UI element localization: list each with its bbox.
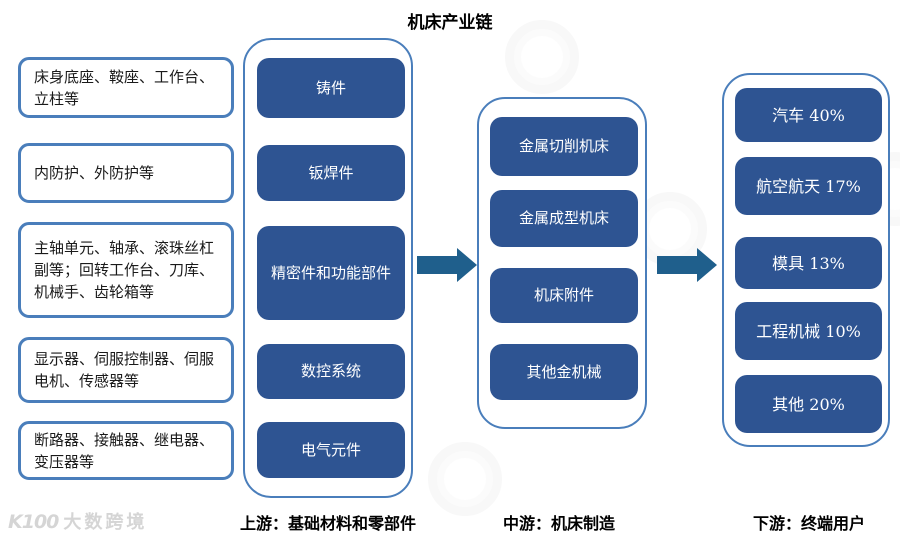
midstream-item-other-machinery: 其他金机械 [490, 344, 638, 400]
stage-label-downstream: 下游：终端用户 [753, 514, 866, 533]
midstream-item-metal-forming: 金属成型机床 [490, 190, 638, 247]
k100-logo-icon: K100 [8, 511, 59, 533]
background-watermark-circle [428, 442, 502, 516]
downstream-item-automotive: 汽车 40% [735, 88, 882, 142]
downstream-item-aerospace: 航空航天 17% [735, 157, 882, 215]
arrow-head-icon [457, 248, 477, 282]
arrow-body [657, 256, 697, 274]
downstream-item-others: 其他 20% [735, 375, 882, 433]
diagram-title: 机床产业链 [407, 13, 493, 33]
arrow-body [417, 256, 457, 274]
component-box-guards: 内防护、外防护等 [18, 143, 234, 203]
midstream-item-accessories: 机床附件 [490, 268, 638, 323]
upstream-item-castings: 铸件 [257, 58, 405, 118]
upstream-item-precision-functional-parts: 精密件和功能部件 [257, 226, 405, 320]
flow-arrow-midstream-to-downstream [657, 248, 717, 282]
brand-watermark: K100 大数跨境 [8, 508, 147, 534]
component-box-precision-units: 主轴单元、轴承、滚珠丝杠副等；回转工作台、刀库、机械手、齿轮箱等 [18, 222, 234, 318]
background-watermark-circle [505, 20, 579, 94]
upstream-item-electrical-components: 电气元件 [257, 422, 405, 478]
downstream-item-molds: 模具 13% [735, 237, 882, 289]
arrow-head-icon [697, 248, 717, 282]
upstream-item-sheet-weldments: 钣焊件 [257, 145, 405, 201]
brand-name: 大数跨境 [63, 512, 148, 533]
flow-arrow-upstream-to-midstream [417, 248, 477, 282]
component-box-electric-parts: 断路器、接触器、继电器、变压器等 [18, 421, 234, 480]
stage-label-upstream: 上游：基础材料和零部件 [240, 514, 417, 533]
downstream-item-construction-machinery: 工程机械 10% [735, 302, 882, 360]
upstream-item-cnc-system: 数控系统 [257, 344, 405, 399]
component-box-base-parts: 床身底座、鞍座、工作台、立柱等 [18, 57, 234, 118]
midstream-item-metal-cutting: 金属切削机床 [490, 117, 638, 176]
component-box-cnc-parts: 显示器、伺服控制器、伺服电机、传感器等 [18, 337, 234, 403]
stage-label-midstream: 中游：机床制造 [503, 514, 616, 533]
